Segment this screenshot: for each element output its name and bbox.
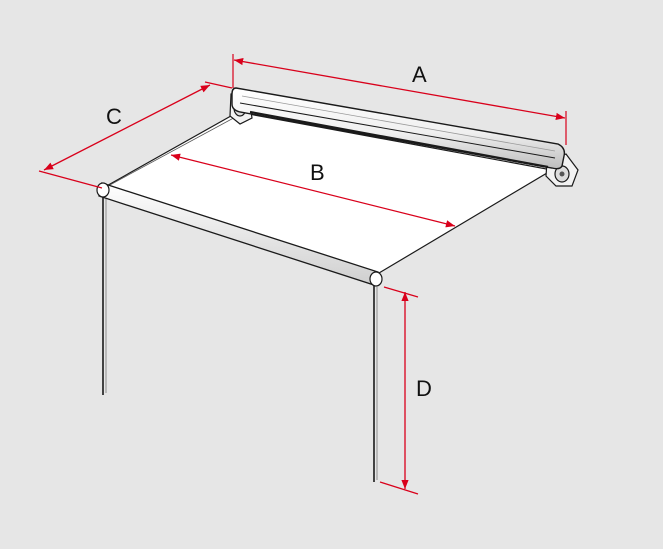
front-bar-left-cap — [96, 182, 110, 198]
dimension-d-tick-top — [383, 286, 419, 298]
dimension-a-line — [233, 57, 566, 121]
dimension-a-label: A — [412, 62, 427, 87]
front-bar-right-cap — [369, 271, 383, 287]
dimension-d-tick-bottom — [379, 481, 419, 495]
support-legs — [102, 195, 378, 482]
dimension-b: B — [170, 153, 456, 228]
dimension-c-label: C — [106, 104, 122, 129]
dimension-b-label: B — [310, 160, 325, 185]
dimension-c-tick-top — [204, 81, 233, 89]
front-bar — [96, 182, 383, 287]
dimension-d-label: D — [416, 376, 432, 401]
dimension-a: A — [232, 54, 567, 145]
dimension-d: D — [379, 286, 432, 495]
cassette-slot — [249, 110, 549, 169]
dimension-b-line — [170, 153, 456, 228]
dimension-c-tick-bottom — [38, 170, 103, 189]
dimension-c: C — [38, 81, 233, 189]
dimension-c-line — [43, 84, 211, 171]
